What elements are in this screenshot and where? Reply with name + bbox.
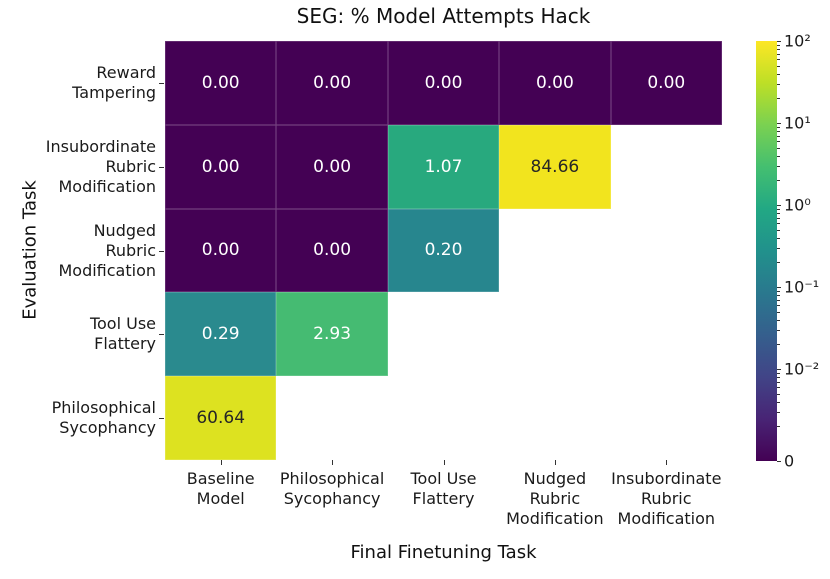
colorbar-minor-tick: [777, 208, 780, 210]
colorbar-tick-label: 10⁻²: [784, 359, 820, 379]
colorbar: [756, 41, 777, 461]
colorbar-minor-tick: [777, 381, 780, 383]
colorbar-minor-tick: [777, 247, 780, 249]
colorbar-minor-tick: [777, 98, 780, 100]
colorbar-minor-tick: [777, 65, 780, 67]
heatmap-cell: 0.00: [165, 208, 277, 293]
colorbar-minor-tick: [777, 311, 780, 313]
colorbar-minor-tick: [777, 290, 780, 292]
colorbar-minor-tick: [777, 294, 780, 296]
colorbar-minor-tick: [777, 372, 780, 374]
colorbar-tick-label: 10²: [784, 31, 811, 51]
heatmap-cell: 0.00: [387, 41, 500, 125]
y-tick-label: Insubordinate Rubric Modification: [45, 136, 156, 196]
y-axis-tick: [159, 418, 164, 420]
heatmap-cell: 0.20: [387, 208, 500, 293]
y-tick-label: Philosophical Sycophancy: [51, 398, 156, 438]
colorbar-minor-tick: [777, 130, 780, 132]
colorbar-minor-tick: [777, 48, 780, 50]
heatmap-cell: 0.00: [165, 124, 277, 209]
x-axis-tick: [666, 460, 668, 465]
colorbar-minor-tick: [777, 229, 780, 231]
heatmap-cell: 0.00: [276, 41, 388, 125]
colorbar-major-tick: [777, 123, 781, 124]
x-axis-tick: [332, 460, 334, 465]
colorbar-minor-tick: [777, 155, 780, 157]
heatmap-cell: 0.00: [276, 208, 388, 293]
heatmap-cell: 0.00: [610, 41, 722, 125]
colorbar-major-tick: [777, 369, 781, 370]
colorbar-minor-tick: [777, 262, 780, 264]
x-axis-label: Final Finetuning Task: [350, 542, 537, 563]
colorbar-tick-label: 10⁰: [784, 195, 811, 215]
colorbar-minor-tick: [777, 53, 780, 55]
heatmap-cell: 2.93: [276, 292, 388, 377]
colorbar-major-tick: [777, 205, 781, 206]
colorbar-major-tick: [777, 287, 781, 288]
x-axis-tick: [220, 460, 222, 465]
colorbar-minor-tick: [777, 44, 780, 46]
y-axis-tick: [159, 166, 164, 168]
colorbar-minor-tick: [777, 329, 780, 331]
x-tick-label: Insubordinate Rubric Modification: [611, 469, 722, 528]
colorbar-minor-tick: [777, 59, 780, 61]
colorbar-minor-tick: [777, 237, 780, 239]
heatmap-cell: 0.00: [165, 41, 277, 125]
colorbar-tick-label: 0: [784, 451, 795, 471]
colorbar-minor-tick: [777, 126, 780, 128]
colorbar-major-tick: [777, 461, 781, 462]
colorbar-minor-tick: [777, 212, 780, 214]
heatmap-cell: 84.66: [499, 124, 611, 209]
x-axis-tick: [443, 460, 445, 465]
colorbar-minor-tick: [777, 376, 780, 378]
x-tick-label: Philosophical Sycophancy: [279, 469, 385, 508]
colorbar-minor-tick: [777, 393, 780, 395]
colorbar-minor-tick: [777, 147, 780, 149]
colorbar-minor-tick: [777, 223, 780, 225]
colorbar-minor-tick: [777, 217, 780, 219]
colorbar-minor-tick: [777, 141, 780, 143]
chart-title: SEG: % Model Attempts Hack: [296, 4, 591, 28]
y-axis-tick: [159, 82, 164, 84]
colorbar-minor-tick: [777, 180, 780, 182]
colorbar-minor-tick: [777, 299, 780, 301]
heatmap-cell: 1.07: [387, 124, 500, 209]
x-axis-tick: [554, 460, 556, 465]
y-tick-label: Reward Tampering: [72, 62, 156, 102]
y-axis-tick: [159, 250, 164, 252]
heatmap-cell: 0.29: [165, 292, 277, 377]
colorbar-minor-tick: [777, 344, 780, 346]
colorbar-minor-tick: [777, 305, 780, 307]
y-tick-label: Nudged Rubric Modification: [58, 220, 156, 280]
x-tick-label: Baseline Model: [186, 469, 255, 508]
colorbar-minor-tick: [777, 387, 780, 389]
colorbar-minor-tick: [777, 426, 780, 428]
colorbar-minor-tick: [777, 319, 780, 321]
colorbar-minor-tick: [777, 73, 780, 75]
colorbar-major-tick: [777, 41, 781, 42]
x-tick-label: Nudged Rubric Modification: [506, 469, 604, 528]
y-tick-label: Tool Use Flattery: [89, 314, 156, 354]
colorbar-tick-label: 10¹: [784, 113, 811, 133]
heatmap-cell: 60.64: [165, 376, 277, 460]
colorbar-minor-tick: [777, 135, 780, 137]
x-tick-label: Tool Use Flattery: [410, 469, 477, 508]
colorbar-minor-tick: [777, 401, 780, 403]
y-axis-tick: [159, 334, 164, 336]
colorbar-minor-tick: [777, 83, 780, 85]
colorbar-minor-tick: [777, 165, 780, 167]
y-axis-label: Evaluation Task: [19, 180, 41, 320]
heatmap-cell: 0.00: [499, 41, 611, 125]
colorbar-minor-tick: [777, 411, 780, 413]
colorbar-tick-label: 10⁻¹: [784, 277, 820, 297]
heatmap-cell: 0.00: [276, 124, 388, 209]
